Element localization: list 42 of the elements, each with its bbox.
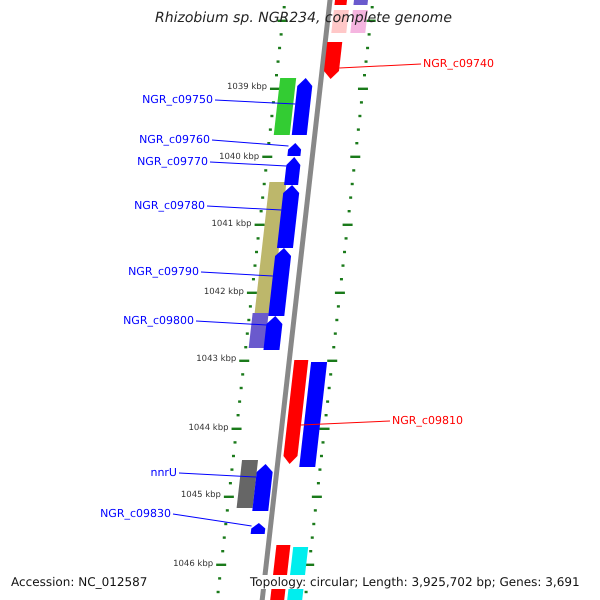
gene-feature — [283, 360, 308, 464]
gene-label: nnrU — [150, 467, 177, 478]
leader-line — [196, 320, 267, 326]
gene-label: NGR_c09750 — [142, 94, 213, 105]
scale-label: 1044 kbp — [188, 424, 229, 432]
gene-label: NGR_c09740 — [423, 58, 494, 69]
leader-line — [210, 162, 287, 166]
gene-feature — [263, 316, 282, 350]
gene-feature — [324, 42, 342, 79]
gene-label: NGR_c09760 — [139, 134, 210, 145]
gene-feature — [252, 464, 273, 511]
scale-label: 1043 kbp — [196, 355, 236, 364]
feature-bar — [236, 460, 258, 508]
gene-feature — [250, 523, 266, 534]
feature-bar — [248, 313, 269, 348]
leader-line — [178, 472, 257, 478]
scale-label: 1045 kbp — [180, 491, 221, 500]
scale-label: 1042 kbp — [204, 288, 244, 296]
leader-line — [212, 140, 289, 146]
map-title: Rhizobium sp. NGR234, complete genome — [155, 11, 452, 25]
scale-label: 1046 kbp — [173, 560, 214, 568]
gene-label: NGR_c09830 — [100, 508, 171, 519]
gene-label: NGR_c09800 — [123, 315, 194, 326]
leader-line — [300, 420, 390, 426]
scale-label: 1039 kbp — [227, 83, 268, 92]
gene-label: NGR_c09780 — [134, 200, 205, 211]
leader-line — [172, 514, 252, 526]
leader-line — [200, 272, 274, 276]
gene-label: NGR_c09790 — [128, 266, 199, 277]
info-text: Accession: NC_012587 — [9, 575, 150, 589]
leader-line — [214, 100, 296, 104]
gene-label: NGR_c09770 — [137, 156, 208, 167]
feature-bar — [334, 0, 347, 5]
info-text: Topology: circular; Length: 3,925,702 bp; Genes: 3,691 — [248, 575, 582, 589]
feature-bar — [274, 78, 296, 135]
scale-label: 1040 kbp — [219, 153, 260, 162]
leader-line — [338, 64, 422, 68]
feature-bar — [299, 362, 328, 467]
leader-line — [206, 206, 282, 210]
gene-label: NGR_c09810 — [392, 415, 463, 426]
feature-bar — [353, 0, 368, 5]
gene-feature — [292, 78, 312, 135]
